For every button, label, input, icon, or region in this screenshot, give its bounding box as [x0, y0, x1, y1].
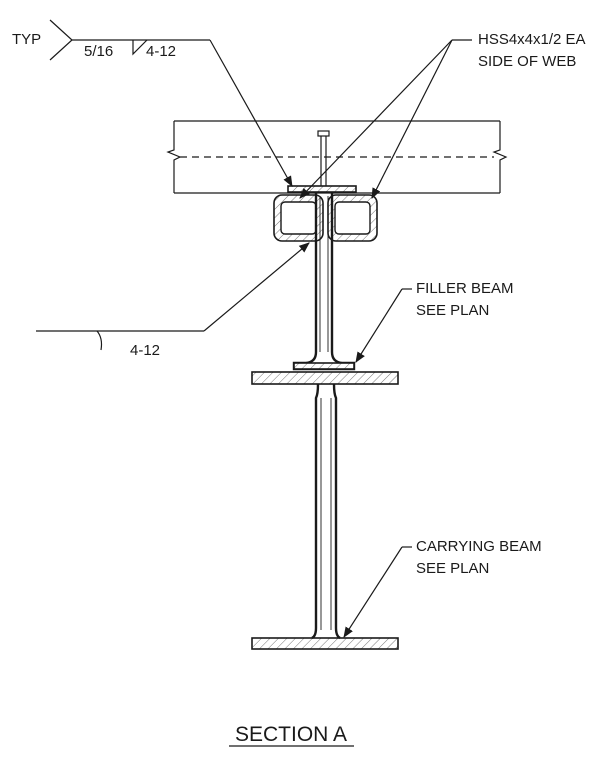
hss-leader — [299, 39, 472, 199]
carrying-leader — [343, 546, 412, 638]
weld-size-text: 5/16 — [84, 43, 113, 60]
deck-slab — [166, 120, 508, 194]
carrying-label-line2: SEE PLAN — [416, 560, 489, 577]
hss-tube-left — [273, 194, 324, 242]
carrying-beam — [251, 371, 399, 650]
cap-plate — [287, 185, 357, 193]
weld-lower-length-text: 4-12 — [130, 342, 160, 359]
filler-label-line1: FILLER BEAM — [416, 280, 514, 297]
section-title: SECTION A — [235, 723, 347, 746]
hss-tube-right — [327, 194, 378, 242]
filler-beam — [292, 193, 356, 371]
weld-symbol-lower — [36, 242, 310, 351]
weld-tail-text: TYP — [12, 31, 41, 48]
weld-length-text: 4-12 — [146, 43, 176, 60]
hss-label-line1: HSS4x4x1/2 EA — [478, 31, 586, 48]
filler-leader — [355, 288, 412, 363]
hss-label-line2: SIDE OF WEB — [478, 53, 576, 70]
shear-stud — [317, 130, 330, 186]
filler-label-line2: SEE PLAN — [416, 302, 489, 319]
weld-symbol-top — [49, 19, 293, 187]
carrying-label-line1: CARRYING BEAM — [416, 538, 542, 555]
